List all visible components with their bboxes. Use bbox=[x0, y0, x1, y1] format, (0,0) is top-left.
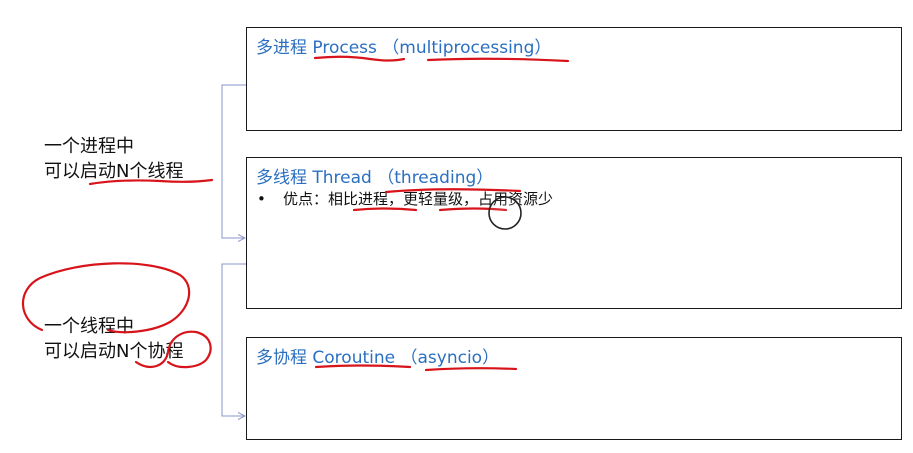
coroutine-title: 多协程 Coroutine （asyncio） bbox=[256, 348, 500, 368]
thread-advantage-text: 优点：相比进程，更轻量级，占用资源少 bbox=[283, 190, 554, 208]
process-title: 多进程 Process （multiprocessing） bbox=[256, 38, 552, 58]
thread-advantage-item: • 优点：相比进程，更轻量级，占用资源少 bbox=[257, 188, 553, 209]
bracket-connector-upper bbox=[221, 84, 246, 238]
thread-contains-coroutines-label: 一个线程中 可以启动N个协程 bbox=[44, 314, 183, 364]
label-line-1: 一个进程中 bbox=[44, 136, 134, 157]
label-line-2: 可以启动N个协程 bbox=[44, 341, 184, 362]
label-line-1: 一个线程中 bbox=[44, 316, 134, 337]
coroutine-box: 多协程 Coroutine （asyncio） bbox=[246, 337, 902, 440]
process-contains-threads-label: 一个进程中 可以启动N个线程 bbox=[44, 134, 183, 184]
bracket-connector-lower bbox=[221, 263, 246, 416]
label-line-2: 可以启动N个线程 bbox=[44, 161, 184, 182]
thread-box: 多线程 Thread （threading） • 优点：相比进程，更轻量级，占用资… bbox=[246, 157, 902, 309]
thread-title: 多线程 Thread （threading） bbox=[256, 168, 494, 188]
bullet-icon: • bbox=[257, 190, 266, 208]
process-box: 多进程 Process （multiprocessing） bbox=[246, 27, 902, 131]
